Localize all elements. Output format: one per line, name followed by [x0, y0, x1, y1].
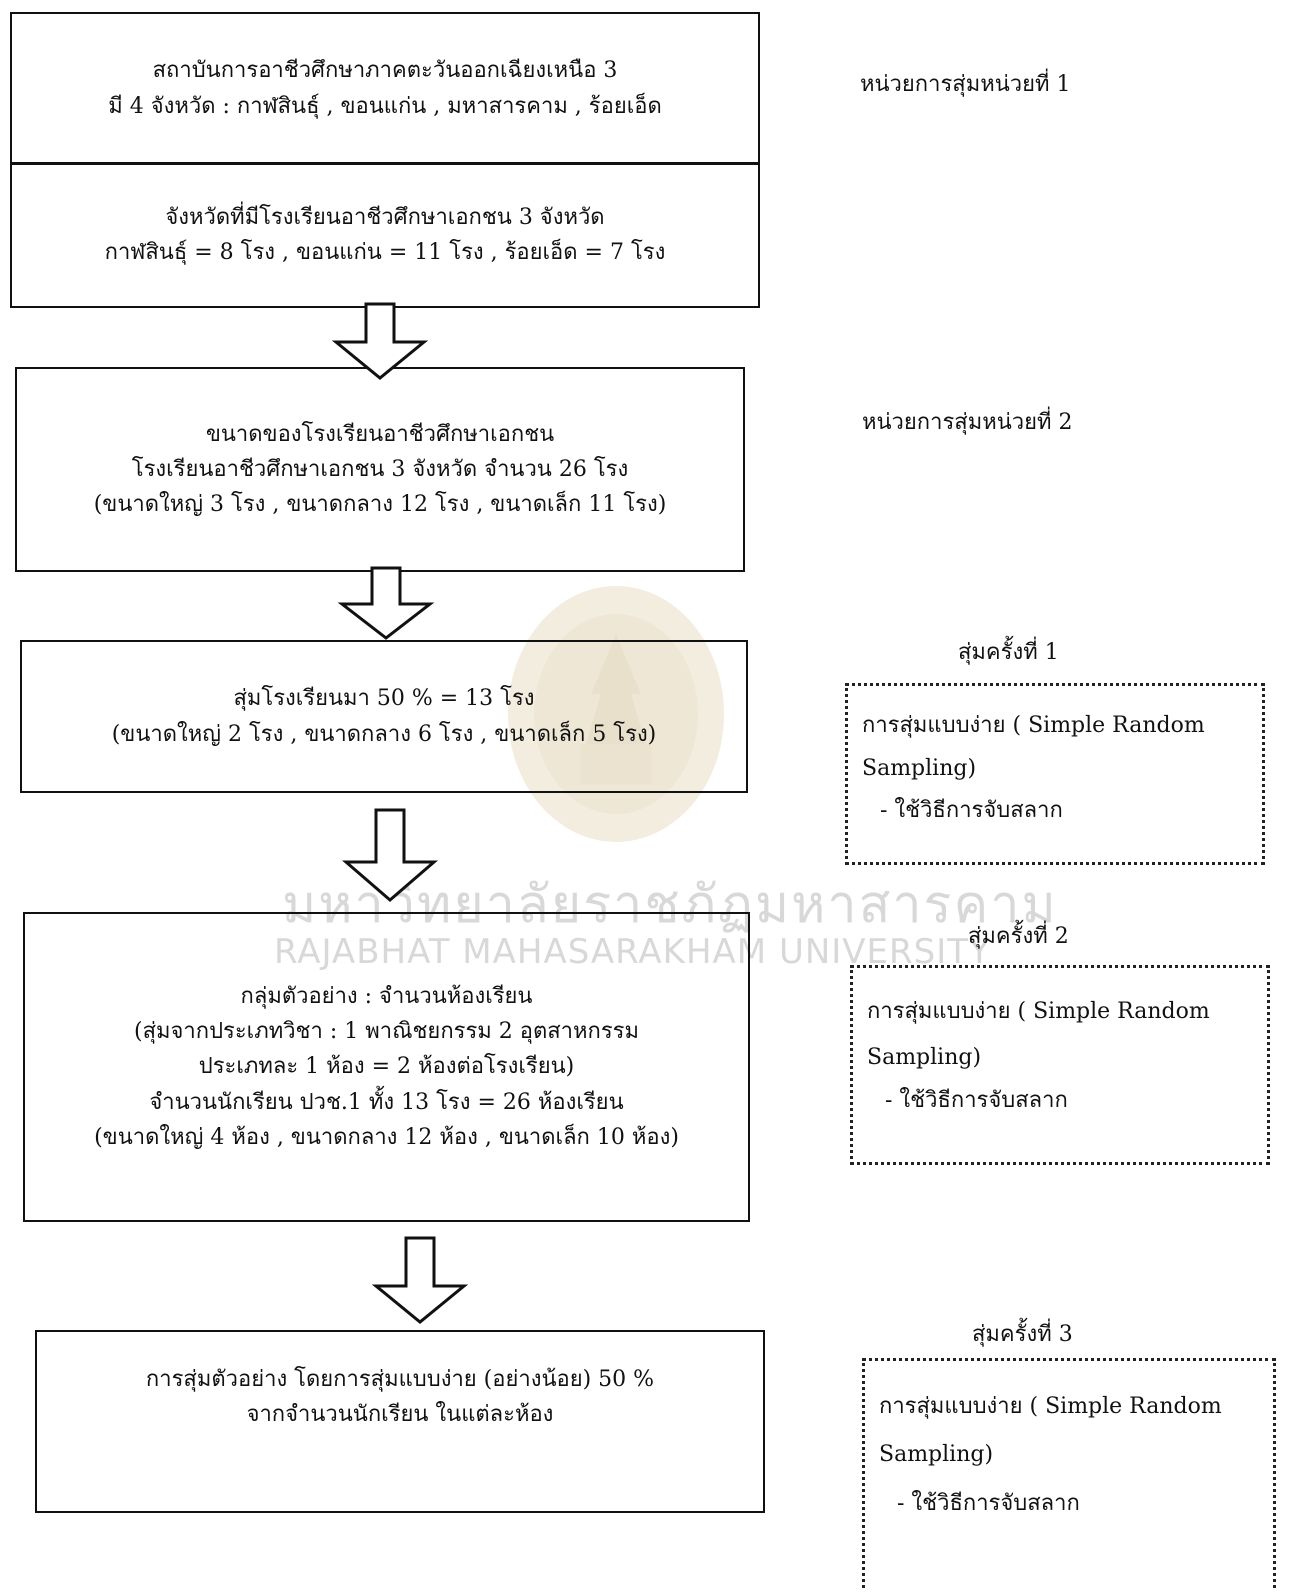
box-school-size-line3: (ขนาดใหญ่ 3 โรง , ขนาดกลาง 12 โรง , ขนาด…	[93, 492, 667, 518]
box-school-size-line1: ขนาดของโรงเรียนอาชีวศึกษาเอกชน	[205, 421, 555, 447]
method-detail: - ใช้วิธีการจับสลาก	[880, 797, 1063, 823]
box-classrooms-line2: (สุ่มจากประเภทวิชา : 1 พาณิชยกรรม 2 อุตส…	[134, 1019, 639, 1045]
box-institute: สถาบันการอาชีวศึกษาภาคตะวันออกเฉียงเหนือ…	[10, 12, 760, 165]
box-institute-line1: สถาบันการอาชีวศึกษาภาคตะวันออกเฉียงเหนือ…	[152, 58, 618, 84]
method-title: การสุ่มแบบง่าย ( Simple Random	[879, 1394, 1222, 1419]
down-arrow-icon	[331, 302, 429, 380]
box-classrooms: กลุ่มตัวอย่าง : จำนวนห้องเรียน (สุ่มจากป…	[23, 912, 750, 1222]
method-title: การสุ่มแบบง่าย ( Simple Random	[862, 713, 1205, 738]
method-box-round-2: การสุ่มแบบง่าย ( Simple Random Sampling)…	[850, 965, 1270, 1165]
box-student-sample-line1: การสุ่มตัวอย่าง โดยการสุ่มแบบง่าย (อย่าง…	[145, 1367, 655, 1392]
box-provinces-line1: จังหวัดที่มีโรงเรียนอาชีวศึกษาเอกชน 3 จั…	[165, 204, 605, 230]
method-title-cont: Sampling)	[879, 1442, 994, 1468]
university-seal-watermark	[508, 586, 724, 842]
round-2-label: สุ่มครั้งที่ 2	[968, 924, 1069, 949]
round-3-label: สุ่มครั้งที่ 3	[972, 1322, 1073, 1347]
method-detail: - ใช้วิธีการจับสลาก	[885, 1088, 1068, 1114]
down-arrow-icon	[341, 808, 439, 902]
box-student-sample-line2: จากจำนวนนักเรียน ในแต่ละห้อง	[246, 1402, 554, 1428]
box-sample-schools-line2: (ขนาดใหญ่ 2 โรง , ขนาดกลาง 6 โรง , ขนาดเ…	[111, 721, 657, 747]
method-title-cont: Sampling)	[867, 1045, 982, 1071]
box-sample-schools-line1: สุ่มโรงเรียนมา 50 % = 13 โรง	[233, 686, 535, 712]
method-detail: - ใช้วิธีการจับสลาก	[897, 1490, 1080, 1516]
method-box-round-3: การสุ่มแบบง่าย ( Simple Random Sampling)…	[862, 1358, 1276, 1588]
box-student-sample: การสุ่มตัวอย่าง โดยการสุ่มแบบง่าย (อย่าง…	[35, 1330, 765, 1513]
down-arrow-icon	[337, 566, 435, 640]
box-classrooms-line1: กลุ่มตัวอย่าง : จำนวนห้องเรียน	[240, 984, 533, 1010]
box-classrooms-line5: (ขนาดใหญ่ 4 ห้อง , ขนาดกลาง 12 ห้อง , ขน…	[94, 1124, 679, 1150]
sampling-unit-1-label: หน่วยการสุ่มหน่วยที่ 1	[860, 72, 1071, 97]
method-box-round-1: การสุ่มแบบง่าย ( Simple Random Sampling)…	[845, 683, 1265, 865]
box-institute-line2: มี 4 จังหวัด : กาฬสินธุ์ , ขอนแก่น , มหา…	[108, 93, 662, 119]
box-school-size-line2: โรงเรียนอาชีวศึกษาเอกชน 3 จังหวัด จำนวน …	[131, 456, 629, 482]
down-arrow-icon	[371, 1236, 469, 1324]
method-title-cont: Sampling)	[862, 756, 977, 782]
box-classrooms-line4: จำนวนนักเรียน ปวช.1 ทั้ง 13 โรง = 26 ห้อ…	[149, 1089, 624, 1115]
box-sample-schools: สุ่มโรงเรียนมา 50 % = 13 โรง (ขนาดใหญ่ 2…	[20, 640, 748, 793]
box-provinces-line2: กาฬสินธุ์ = 8 โรง , ขอนแก่น = 11 โรง , ร…	[104, 240, 666, 265]
watermark-thai: มหาวิทยาลัยราชภัฏมหาสารคาม	[282, 875, 1058, 935]
round-1-label: สุ่มครั้งที่ 1	[958, 640, 1059, 665]
box-classrooms-line3: ประเภทละ 1 ห้อง = 2 ห้องต่อโรงเรียน)	[198, 1054, 575, 1080]
sampling-unit-2-label: หน่วยการสุ่มหน่วยที่ 2	[862, 410, 1073, 435]
box-provinces: จังหวัดที่มีโรงเรียนอาชีวศึกษาเอกชน 3 จั…	[10, 162, 760, 308]
method-title: การสุ่มแบบง่าย ( Simple Random	[867, 999, 1210, 1024]
box-school-size: ขนาดของโรงเรียนอาชีวศึกษาเอกชน โรงเรียนอ…	[15, 367, 745, 572]
